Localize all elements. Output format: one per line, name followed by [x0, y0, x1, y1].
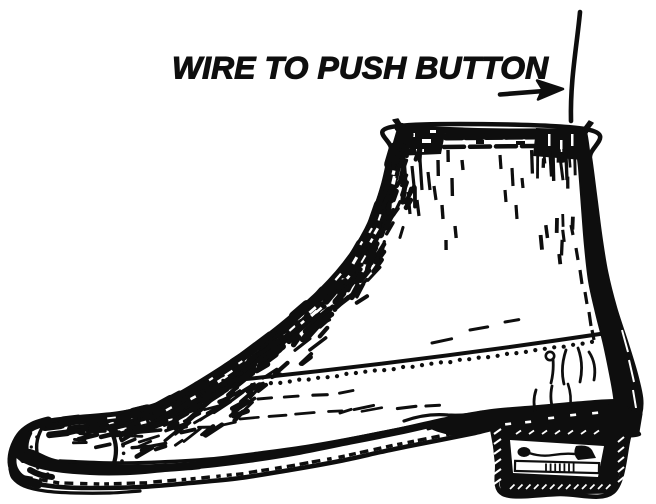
svg-text:WIRE TO PUSH BUTTON: WIRE TO PUSH BUTTON: [172, 50, 549, 86]
